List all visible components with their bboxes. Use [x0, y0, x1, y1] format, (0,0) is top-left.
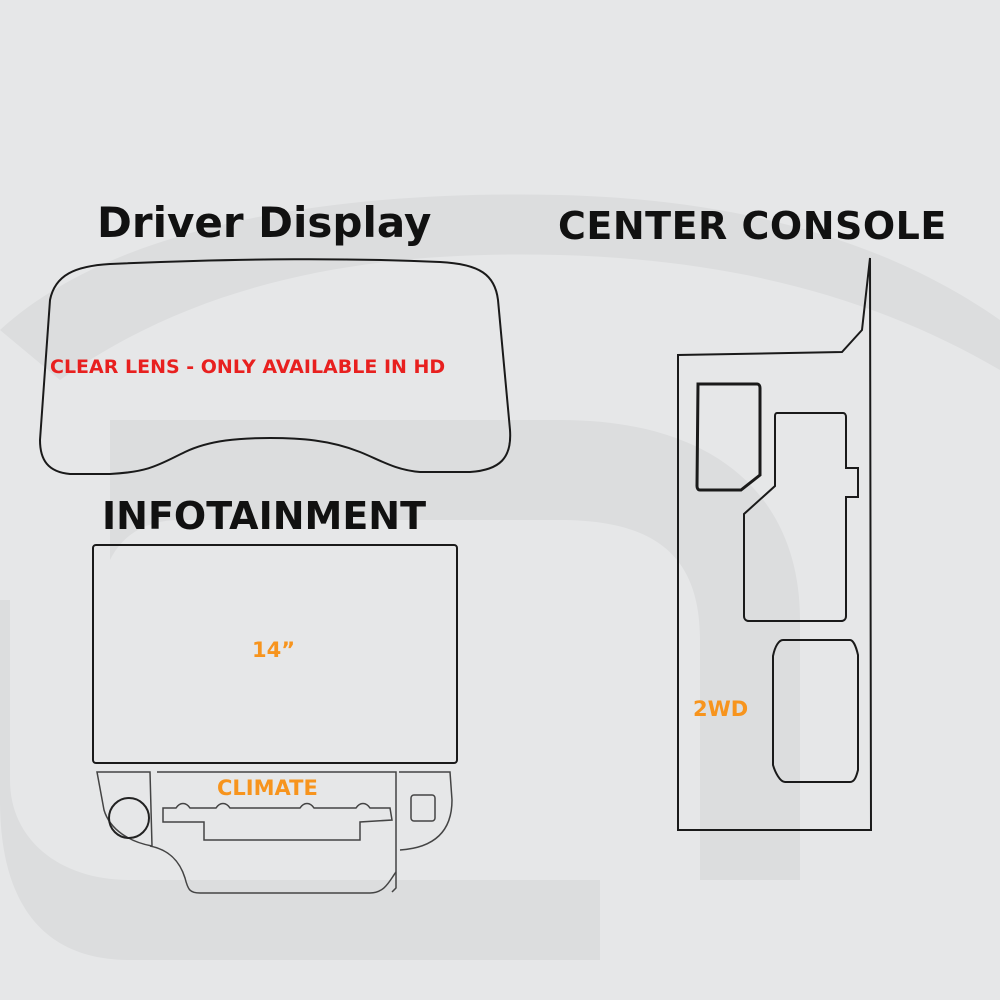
screen-size-label: 14” — [252, 638, 296, 662]
driver-display-title: Driver Display — [97, 198, 432, 247]
center-console-title: CENTER CONSOLE — [558, 204, 947, 248]
variant-label: 2WD — [693, 697, 749, 721]
climate-label: CLIMATE — [217, 776, 318, 800]
infotainment-title: INFOTAINMENT — [102, 494, 427, 538]
clear-lens-note: CLEAR LENS - ONLY AVAILABLE IN HD — [50, 356, 446, 378]
